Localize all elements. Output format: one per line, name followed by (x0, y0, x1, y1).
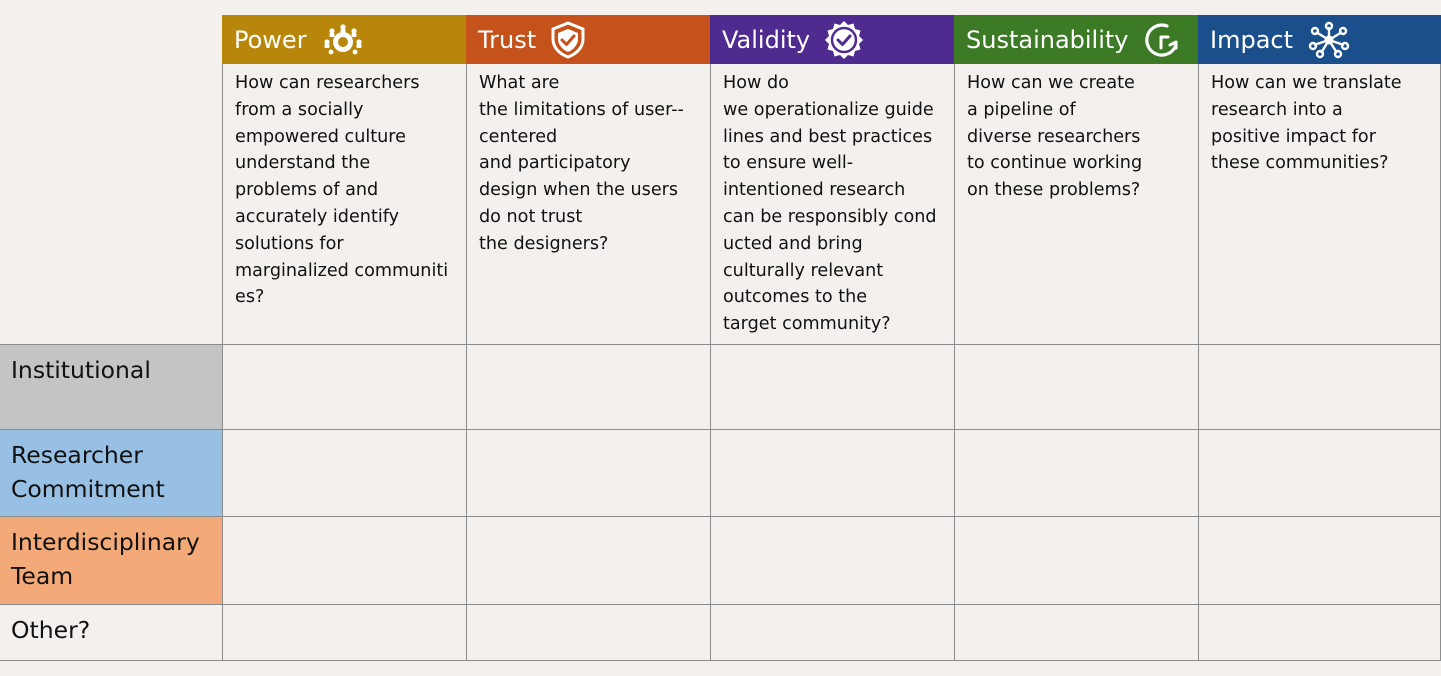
matrix-cell (954, 344, 1198, 429)
column-header-trust: Trust (466, 15, 710, 64)
corner-blank-2 (0, 64, 222, 344)
people-circle-icon (321, 23, 365, 57)
row-label-interdisciplinary-team: Interdisciplinary Team (0, 516, 222, 604)
matrix-cell (1198, 604, 1441, 661)
matrix-cell (710, 344, 954, 429)
question-trust: What are the limitations of user-- cente… (466, 64, 710, 344)
matrix-cell (222, 344, 466, 429)
matrix-cell (1198, 344, 1441, 429)
column-title: Impact (1210, 25, 1294, 54)
column-title: Sustainability (966, 25, 1129, 54)
column-header-impact: Impact (1198, 15, 1441, 64)
matrix-cell (710, 516, 954, 604)
row-label-institutional: Institutional (0, 344, 222, 429)
framework-matrix: Power Trust (0, 15, 1441, 661)
matrix-cell (710, 604, 954, 661)
matrix-cell (954, 429, 1198, 516)
column-title: Validity (722, 25, 811, 54)
matrix-cell (222, 429, 466, 516)
question-sustainability: How can we create a pipeline of diverse … (954, 64, 1198, 344)
column-title: Trust (478, 25, 537, 54)
matrix-cell (1198, 516, 1441, 604)
column-header-sustainability: Sustainability (954, 15, 1198, 64)
column-header-power: Power (222, 15, 466, 64)
row-label-other: Other? (0, 604, 222, 661)
network-hub-icon (1307, 21, 1351, 59)
matrix-cell (710, 429, 954, 516)
question-validity: How do we operationalize guide lines and… (710, 64, 954, 344)
matrix-cell (222, 516, 466, 604)
matrix-cell (466, 429, 710, 516)
matrix-cell (466, 344, 710, 429)
matrix-cell (222, 604, 466, 661)
matrix-cell (954, 604, 1198, 661)
matrix-cell (466, 604, 710, 661)
column-title: Power (234, 25, 307, 54)
column-header-validity: Validity (710, 15, 954, 64)
question-impact: How can we translate research into a pos… (1198, 64, 1441, 344)
question-power: How can researchers from a socially empo… (222, 64, 466, 344)
shield-check-icon (550, 20, 586, 59)
matrix-cell (1198, 429, 1441, 516)
verified-badge-icon (824, 20, 864, 60)
matrix-cell (954, 516, 1198, 604)
cycle-arrow-icon (1143, 21, 1181, 59)
matrix-cell (466, 516, 710, 604)
row-label-researcher-commitment: Researcher Commitment (0, 429, 222, 516)
corner-blank (0, 15, 222, 64)
